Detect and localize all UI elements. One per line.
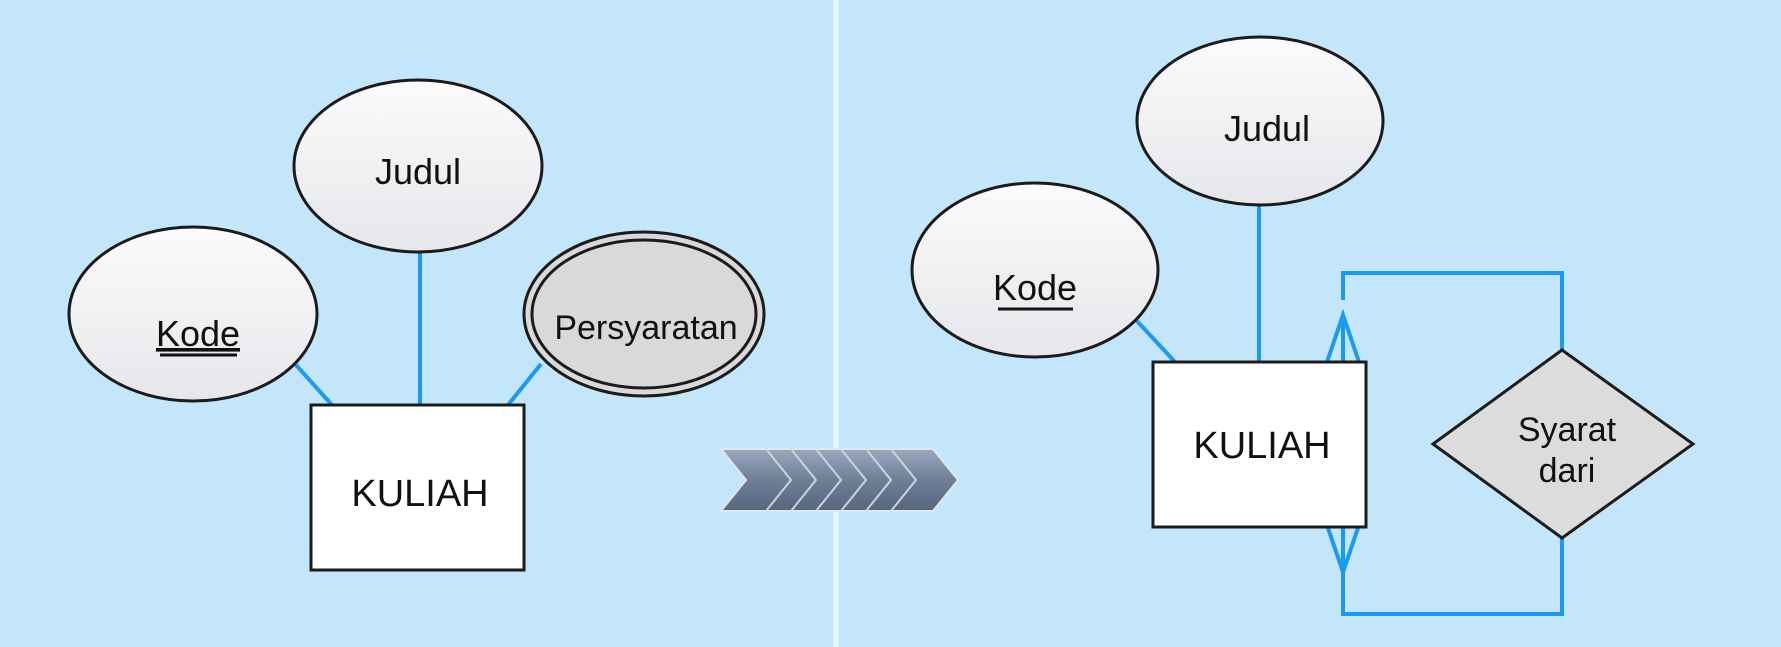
entity-kuliah-right-label: KULIAH: [1193, 425, 1330, 467]
left-diagram: KULIAH Judul Kode Persyaratan: [67, 78, 766, 572]
key-attribute-kode: [67, 225, 319, 403]
entity-kuliah-right: [1151, 360, 1368, 529]
relationship-label-line1: Syarat: [1518, 411, 1617, 449]
relationship-syarat-dari: [1430, 348, 1696, 540]
recursive-line-bottom: [1341, 538, 1564, 616]
attribute-judul-right: [1135, 35, 1385, 207]
right-diagram: KULIAH Judul Kode Syarat dari: [910, 35, 1696, 616]
connector-kode: [294, 363, 334, 407]
attribute-judul-right-label: Judul: [1224, 108, 1310, 149]
attribute-judul: [292, 78, 544, 254]
recursive-line-top: [1341, 271, 1564, 350]
relationship-label-line2: dari: [1539, 452, 1596, 490]
connector-kode-right: [1135, 319, 1177, 364]
multivalued-inner-outline: [530, 238, 758, 390]
multivalued-attribute-persyaratan: [522, 230, 766, 398]
entity-kuliah: [309, 403, 526, 572]
key-attribute-kode-right: [910, 181, 1160, 359]
chevron-stripes: [765, 448, 918, 512]
chevron-arrow-icon: [718, 448, 960, 512]
transform-arrow: [718, 448, 960, 512]
key-attribute-kode-label: Kode: [156, 313, 240, 354]
attribute-judul-label: Judul: [375, 151, 461, 192]
connector-persyaratan: [506, 362, 543, 407]
key-attribute-kode-right-label: Kode: [993, 267, 1077, 308]
entity-kuliah-label: KULIAH: [351, 473, 488, 515]
multivalued-attribute-label: Persyaratan: [554, 309, 737, 347]
